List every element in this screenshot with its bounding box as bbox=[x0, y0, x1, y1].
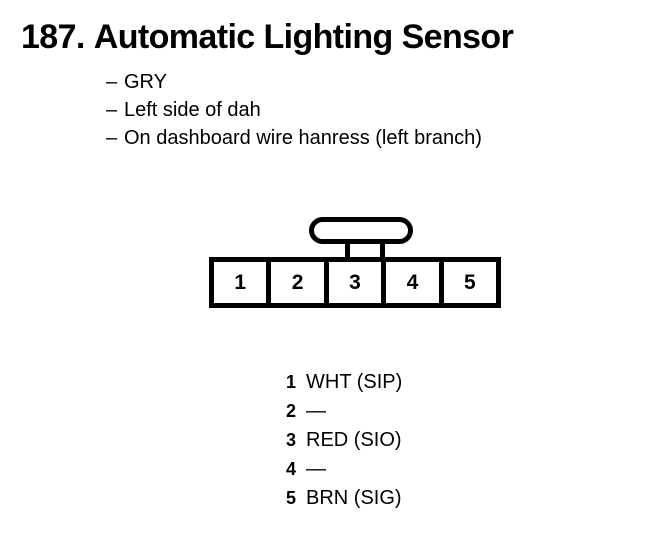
legend-row: 3 RED (SIO) bbox=[282, 429, 402, 458]
connector-latch-icon bbox=[309, 217, 413, 244]
page-title-number: 187. bbox=[21, 18, 85, 56]
legend-row: 1 WHT (SIP) bbox=[282, 371, 402, 400]
bullet-dash-icon: – bbox=[106, 127, 118, 149]
connector-pin-5: 5 bbox=[443, 262, 497, 303]
latch-stem-right-icon bbox=[380, 239, 385, 259]
legend-row: 4 — bbox=[282, 458, 402, 487]
legend-row: 5 BRN (SIG) bbox=[282, 487, 402, 516]
legend-pin-value: — bbox=[306, 400, 326, 422]
connector-pin-4: 4 bbox=[386, 262, 439, 303]
page-title: 187.Automatic Lighting Sensor bbox=[21, 17, 514, 57]
list-item: –GRY bbox=[106, 68, 482, 96]
legend-pin-number: 5 bbox=[285, 488, 296, 508]
legend-pin-value: BRN (SIG) bbox=[306, 487, 402, 509]
page-title-text: Automatic Lighting Sensor bbox=[93, 18, 514, 56]
pin-legend: 1 WHT (SIP) 2 — 3 RED (SIO) 4 — 5 BRN (S… bbox=[282, 371, 402, 516]
bullet-dash-icon: – bbox=[106, 99, 118, 121]
connector-diagram: 1 2 3 4 5 bbox=[209, 217, 501, 309]
legend-pin-value: — bbox=[306, 458, 326, 480]
latch-stem-left-icon bbox=[345, 239, 350, 259]
list-item: –On dashboard wire hanress (left branch) bbox=[106, 124, 482, 152]
legend-pin-number: 1 bbox=[285, 372, 296, 392]
list-item-label: GRY bbox=[124, 71, 167, 93]
connector-body: 1 2 3 4 5 bbox=[209, 257, 501, 308]
connector-pin-2: 2 bbox=[271, 262, 324, 303]
legend-row: 2 — bbox=[282, 400, 402, 429]
connector-pin-3: 3 bbox=[328, 262, 382, 303]
legend-pin-number: 4 bbox=[285, 459, 296, 479]
description-list: –GRY –Left side of dah –On dashboard wir… bbox=[106, 68, 482, 152]
list-item: –Left side of dah bbox=[106, 96, 482, 124]
connector-pin-1: 1 bbox=[214, 262, 267, 303]
legend-pin-number: 2 bbox=[285, 401, 296, 421]
list-item-label: On dashboard wire hanress (left branch) bbox=[124, 127, 482, 149]
legend-pin-number: 3 bbox=[285, 430, 296, 450]
legend-pin-value: WHT (SIP) bbox=[306, 371, 403, 393]
bullet-dash-icon: – bbox=[106, 71, 118, 93]
legend-pin-value: RED (SIO) bbox=[306, 429, 402, 451]
list-item-label: Left side of dah bbox=[124, 99, 261, 121]
